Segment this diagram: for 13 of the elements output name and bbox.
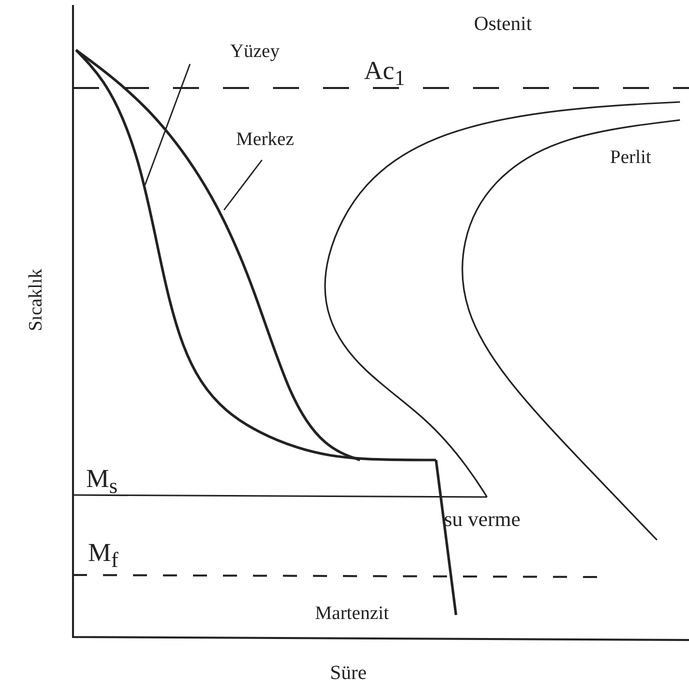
region-label: Perlit: [610, 148, 652, 167]
process-label: su verme: [444, 509, 520, 530]
leader-line: [223, 160, 263, 210]
temperature-label: M$_{f}$: [88, 540, 118, 572]
leader-line: [144, 64, 191, 186]
region-label: Martenzit: [315, 604, 389, 623]
curve-label: Merkez: [236, 130, 294, 149]
axis-title: Sıcaklık: [26, 268, 46, 332]
temperature-label: M$_{s}$: [86, 466, 118, 498]
curve-label: Yüzey: [230, 42, 280, 61]
region-label: Ostenit: [474, 14, 532, 34]
temperature-label: Ac$_{1}$: [364, 58, 406, 90]
axis-title: Süre: [330, 663, 367, 683]
